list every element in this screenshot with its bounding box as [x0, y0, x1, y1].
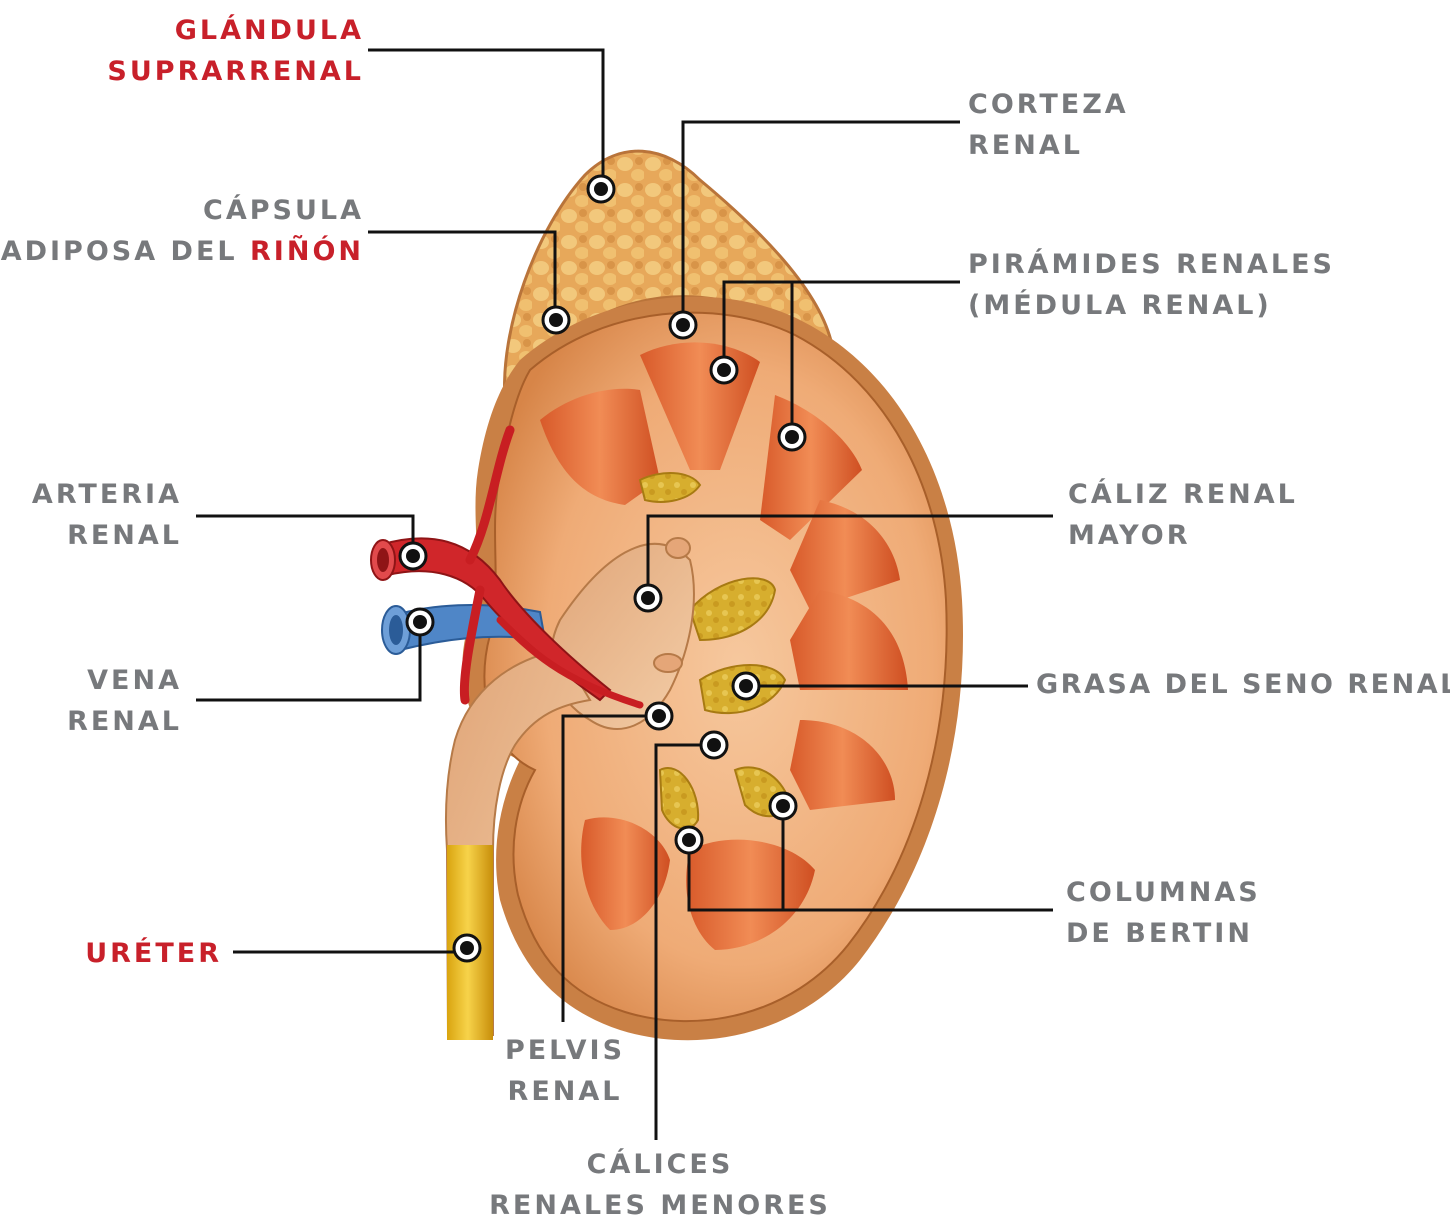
label-pelvis-renal: PELVIS RENAL: [500, 1030, 630, 1112]
marker-columnas-1: [770, 793, 796, 819]
label-line: ADIPOSA DEL RIÑÓN: [1, 231, 364, 272]
label-line: RENAL: [968, 125, 1129, 166]
label-line: VENA: [67, 660, 182, 701]
label-line: ARTERIA: [32, 474, 182, 515]
label-line: RENAL: [32, 515, 182, 556]
marker-caliz-mayor: [635, 585, 661, 611]
label-piramides-renales: PIRÁMIDES RENALES (MÉDULA RENAL): [968, 244, 1335, 326]
label-line: CORTEZA: [968, 84, 1129, 125]
label-caliz-renal-mayor: CÁLIZ RENAL MAYOR: [1068, 474, 1298, 556]
marker-ureter: [454, 935, 480, 961]
leader-glandula: [368, 50, 603, 190]
marker-capsula: [543, 307, 569, 333]
marker-piramides-1: [711, 357, 737, 383]
marker-pelvis: [646, 703, 672, 729]
label-line: SUPRARRENAL: [107, 51, 364, 92]
label-line: (MÉDULA RENAL): [968, 285, 1335, 326]
label-line: RENAL: [500, 1071, 630, 1112]
marker-calices: [701, 732, 727, 758]
label-capsula-adiposa: CÁPSULA ADIPOSA DEL RIÑÓN: [1, 190, 364, 272]
marker-glandula: [588, 176, 614, 202]
label-line: COLUMNAS: [1066, 872, 1261, 913]
label-arteria-renal: ARTERIA RENAL: [32, 474, 182, 556]
marker-piramides-2: [779, 424, 805, 450]
label-line: URÉTER: [85, 933, 222, 974]
label-line: PELVIS: [500, 1030, 630, 1071]
label-line: RENAL: [67, 701, 182, 742]
label-line: GRASA DEL SENO RENAL: [1036, 664, 1450, 705]
label-grasa-seno-renal: GRASA DEL SENO RENAL: [1036, 664, 1450, 705]
label-corteza-renal: CORTEZA RENAL: [968, 84, 1129, 166]
label-line: CÁLIZ RENAL: [1068, 474, 1298, 515]
label-line: MAYOR: [1068, 515, 1298, 556]
label-vena-renal: VENA RENAL: [67, 660, 182, 742]
marker-columnas-2: [676, 827, 702, 853]
label-line: CÁLICES: [470, 1144, 850, 1185]
label-line: RENALES MENORES: [470, 1185, 850, 1219]
label-line: PIRÁMIDES RENALES: [968, 244, 1335, 285]
label-text-red: RIÑÓN: [250, 236, 364, 267]
marker-grasa: [733, 673, 759, 699]
label-line: DE BERTIN: [1066, 913, 1261, 954]
label-line: CÁPSULA: [1, 190, 364, 231]
label-columnas-bertin: COLUMNAS DE BERTIN: [1066, 872, 1261, 954]
label-text: ADIPOSA DEL: [1, 236, 250, 267]
marker-corteza: [670, 312, 696, 338]
label-calices-renales-menores: CÁLICES RENALES MENORES: [470, 1144, 850, 1219]
label-glandula-suprarrenal: GLÁNDULA SUPRARRENAL: [107, 10, 364, 92]
marker-arteria: [400, 543, 426, 569]
marker-vena: [407, 609, 433, 635]
label-line: GLÁNDULA: [107, 10, 364, 51]
label-ureter: URÉTER: [85, 933, 222, 974]
